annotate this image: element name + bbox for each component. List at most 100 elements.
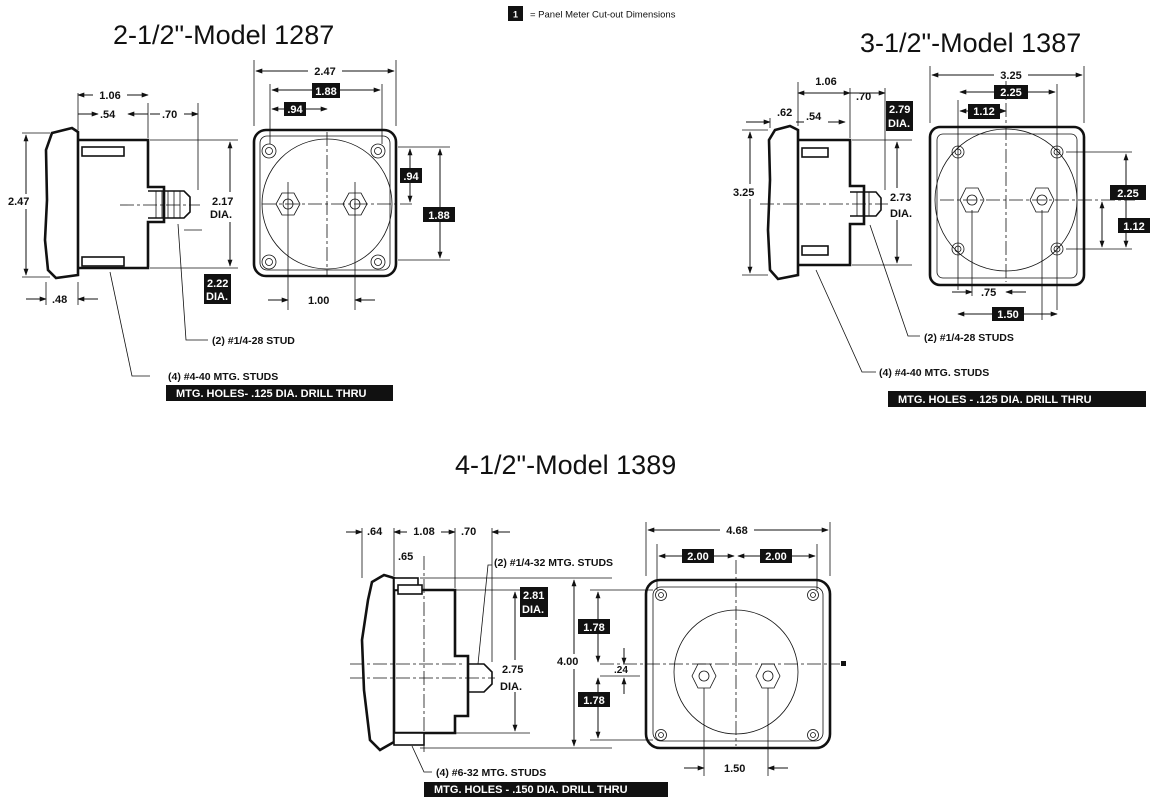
model-1287-bezel xyxy=(43,126,80,280)
model-1389-mtg-leader xyxy=(411,745,432,773)
model-1387-mtg-callout: (4) #4-40 MTG. STUDS xyxy=(879,367,989,379)
legend-marker-box xyxy=(508,6,523,21)
model-1387-case xyxy=(798,138,866,267)
model-1389-bezel xyxy=(360,573,396,752)
model-1287-body-dia-dim: 2.17 xyxy=(212,196,233,208)
model-1387-holes-callout: MTG. HOLES - .125 DIA. DRILL THRU xyxy=(898,394,1092,406)
model-1389-case xyxy=(394,588,470,735)
model-1387-height-dim: 3.25 xyxy=(733,187,754,199)
model-1287-stud-gap-dim: 1.00 xyxy=(308,295,329,307)
model-1287-width-dim: 2.47 xyxy=(314,66,335,78)
model-1387-stud-leader xyxy=(869,224,920,337)
model-1387-width-dim: 3.25 xyxy=(1000,70,1021,82)
model-1387-upper-mtg-stud xyxy=(801,147,829,158)
model-1387-body-dia-dim: 2.73 xyxy=(890,192,911,204)
model-1389-front-to-stud-dim: .65 xyxy=(398,551,413,563)
model-1287-height-dim: 2.47 xyxy=(8,196,29,208)
model-1387-section: 3-1/2"-Model 1387 1.06 .70 xyxy=(730,28,1150,407)
model-1387-cutout-a: 2.25 xyxy=(1000,87,1021,99)
model-1387-right-stud-nut xyxy=(1029,187,1055,213)
model-1287-cutout-dia-box xyxy=(204,274,231,304)
model-1387-cutout-c: 2.25 xyxy=(1117,188,1138,200)
model-1389-cutout-dia-label: DIA. xyxy=(522,604,544,616)
model-1287-cutout-b: .94 xyxy=(287,104,303,116)
model-1389-body-dia-label: DIA. xyxy=(500,681,522,693)
model-1389-cutout-a: 2.00 xyxy=(687,551,708,563)
model-1287-front-to-stud-dim: .54 xyxy=(100,109,116,121)
model-1387-side-view: 1.06 .70 .62 .54 3.25 2.73 DIA. 2.79 DIA… xyxy=(730,74,1146,407)
model-1387-bezel xyxy=(766,124,800,281)
legend-marker: 1 xyxy=(513,10,518,20)
model-1389-front-view: 4.68 2.00 2.00 1.78 1.78 .24 1.50 xyxy=(578,522,846,776)
model-1387-stud-callout: (2) #1/4-28 STUDS xyxy=(924,332,1014,344)
model-1387-stud-gap-dim: .75 xyxy=(981,287,996,299)
model-1389-width-dim: 4.68 xyxy=(726,525,747,537)
model-1287-mtg-callout: (4) #4-40 MTG. STUDS xyxy=(168,371,278,383)
model-1387-cutout-e: 1.50 xyxy=(997,309,1018,321)
model-1389-stud-leader xyxy=(477,564,492,665)
model-1287-upper-mtg-stud xyxy=(81,146,125,157)
model-1387-stud-length-dim: .70 xyxy=(856,91,871,103)
model-1389-corner-holes xyxy=(655,589,819,741)
model-1389-stud-callout: (2) #1/4-32 MTG. STUDS xyxy=(494,557,613,569)
model-1389-cutout-c: 1.78 xyxy=(583,622,604,634)
model-1387-title: 3-1/2"-Model 1387 xyxy=(860,28,1081,58)
legend-text: = Panel Meter Cut-out Dimensions xyxy=(530,10,676,21)
model-1389-title: 4-1/2"-Model 1389 xyxy=(455,450,676,480)
model-1387-holes-box xyxy=(888,391,1146,407)
model-1287-mtg-leader xyxy=(109,271,150,377)
model-1287-holes-box xyxy=(166,385,393,401)
model-1389-flange-dim: .64 xyxy=(367,526,383,538)
model-1389-lower-mtg-stud xyxy=(393,732,425,746)
model-1389-cutout-dia-box xyxy=(520,587,548,617)
model-1287-title: 2-1/2"-Model 1287 xyxy=(113,20,334,50)
model-1287-front-view: 2.47 1.88 .94 .94 1.88 1.00 xyxy=(252,60,455,310)
model-1287-cutout-dia-label: DIA. xyxy=(206,291,228,303)
model-1387-flange-dim: .62 xyxy=(777,107,792,119)
model-1389-cutout-b: 2.00 xyxy=(765,551,786,563)
model-1287-section: 2-1/2"-Model 1287 xyxy=(6,20,455,401)
model-1387-body-dia-label: DIA. xyxy=(890,208,912,220)
model-1287-stud-leader xyxy=(177,223,208,341)
model-1287-stud-callout: (2) #1/4-28 STUD xyxy=(212,335,295,347)
model-1389-offset-dim: .24 xyxy=(614,665,628,676)
model-1389-upper-mtg-stud xyxy=(397,584,423,595)
model-1389-section: 4-1/2"-Model 1389 .64 1.08 .7 xyxy=(346,450,846,797)
model-1389-mtg-callout: (4) #6-32 MTG. STUDS xyxy=(436,767,546,779)
model-1389-body-dia-dim: 2.75 xyxy=(502,664,523,676)
model-1389-depth-dim: 1.08 xyxy=(413,526,434,538)
model-1287-lower-mtg-stud xyxy=(81,256,125,267)
model-1387-mtg-leader xyxy=(815,269,876,373)
model-1387-front-to-stud-dim: .54 xyxy=(806,111,822,123)
model-1389-cutout-d: 1.78 xyxy=(583,695,604,707)
model-1387-cutout-b: 1.12 xyxy=(973,106,994,118)
model-1389-cutout-dia: 2.81 xyxy=(523,590,544,602)
model-1287-cutout-a: 1.88 xyxy=(315,86,336,98)
model-1287-side-view: 1.06 .54 .70 2.47 2.17 DIA. .48 2.22 DIA… xyxy=(6,88,393,401)
model-1389-side-view: .64 1.08 .70 .65 4.00 2.75 DIA. 2.81 DIA… xyxy=(346,524,668,797)
model-1387-cutout-d: 1.12 xyxy=(1123,221,1144,233)
model-1287-cutout-c: .94 xyxy=(403,171,419,183)
model-1287-stud-length-dim: .70 xyxy=(162,109,177,121)
model-1287-body-dia-label: DIA. xyxy=(210,209,232,221)
model-1387-cutout-dia-label: DIA. xyxy=(888,118,910,130)
model-1287-flange-dim: .48 xyxy=(52,294,67,306)
model-1287-cutout-d: 1.88 xyxy=(428,210,449,222)
model-1287-terminal-stud xyxy=(148,190,191,219)
model-1389-height-dim: 4.00 xyxy=(557,656,578,668)
legend: 1 = Panel Meter Cut-out Dimensions xyxy=(508,6,676,21)
model-1389-right-stud-nut xyxy=(755,663,781,689)
model-1387-cutout-dia: 2.79 xyxy=(889,104,910,116)
model-1389-holes-box xyxy=(424,782,668,797)
model-1387-front-view: 3.25 2.25 1.12 2.25 1.12 .75 1.50 xyxy=(928,66,1150,321)
model-1389-left-stud-nut xyxy=(691,663,717,689)
model-1387-corner-holes xyxy=(951,145,1064,256)
model-1387-cutout-dia-box xyxy=(886,101,913,131)
model-1287-depth-dim: 1.06 xyxy=(99,90,120,102)
model-1389-stud-gap-dim: 1.50 xyxy=(724,763,745,775)
model-1389-holes-callout: MTG. HOLES - .150 DIA. DRILL THRU xyxy=(434,784,628,796)
model-1387-front-body xyxy=(928,125,1086,287)
model-1287-front-body xyxy=(252,128,398,278)
